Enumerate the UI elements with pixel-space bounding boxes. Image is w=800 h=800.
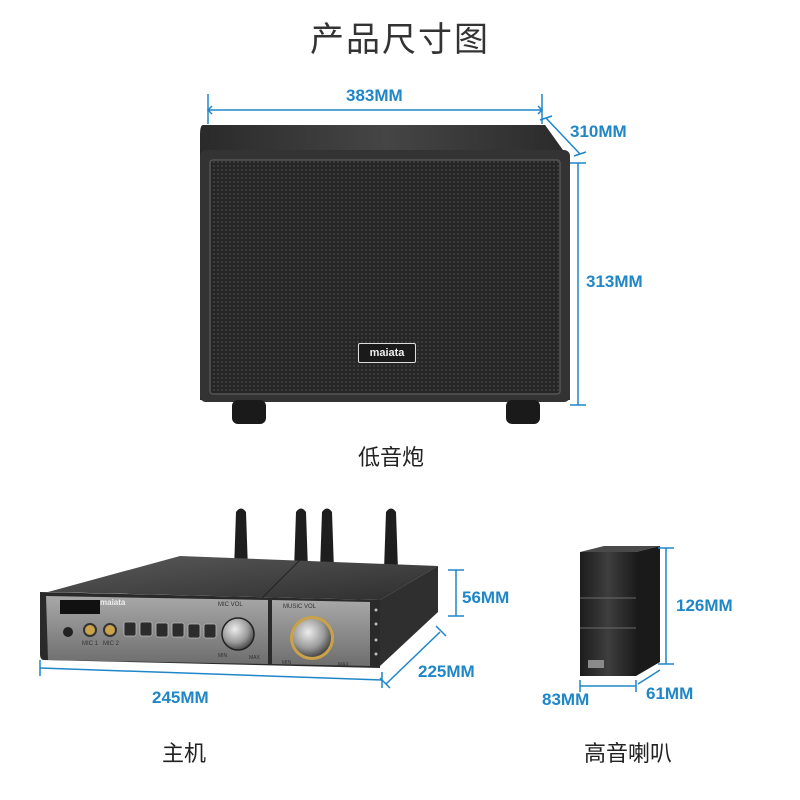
tweeter-caption: 高音喇叭 — [584, 742, 673, 767]
main-unit-height-label: 56MM — [462, 588, 510, 607]
subwoofer-height-dimension-line — [570, 162, 586, 406]
music-min-label: MIN — [282, 660, 292, 666]
subwoofer — [200, 94, 587, 424]
music-vol-label: MUSIC VOL — [283, 604, 317, 610]
subwoofer-grille — [209, 159, 561, 395]
subwoofer-brand-logo: maiata — [358, 343, 416, 363]
mic1-label: MIC 1 — [82, 641, 99, 647]
main-unit-top — [48, 556, 438, 600]
main-unit-width-label: 245MM — [152, 688, 209, 707]
mic-volume-knob — [221, 617, 255, 651]
mic1-jack — [83, 623, 97, 637]
subwoofer-caption: 低音炮 — [358, 446, 425, 471]
mode-buttons — [123, 621, 217, 639]
mic-min-label: MIN — [218, 653, 228, 659]
tweeter-height-dimension-line — [658, 547, 674, 665]
main-unit-height-dimension-line — [448, 569, 464, 617]
mic-max-label: MAX — [249, 655, 260, 661]
tweeter-width-label: 83MM — [542, 690, 590, 709]
subwoofer-height-label: 313MM — [586, 272, 643, 291]
headphone-jack — [63, 627, 73, 637]
subwoofer-foot-right — [506, 400, 540, 424]
music-volume-knob — [293, 619, 331, 657]
subwoofer-depth-dimension-line — [539, 115, 587, 157]
music-max-label: MAX — [338, 662, 349, 668]
tweeter-front — [580, 552, 636, 676]
mic2-label: MIC 2 — [103, 641, 120, 647]
tweeter-width-dimension-line — [579, 680, 637, 692]
main-unit — [39, 508, 464, 689]
tweeter-side — [636, 546, 660, 676]
tweeter-top — [580, 546, 660, 552]
subwoofer-foot-left — [232, 400, 266, 424]
main-unit-depth-label: 225MM — [418, 662, 475, 681]
subwoofer-width-label: 383MM — [346, 86, 403, 105]
main-unit-width-dimension-line — [39, 660, 383, 688]
main-unit-caption: 主机 — [162, 742, 207, 767]
tweeter — [579, 546, 674, 692]
tweeter-depth-label: 61MM — [646, 684, 694, 703]
main-unit-display — [60, 600, 100, 614]
main-unit-side — [380, 566, 438, 666]
tweeter-badge — [588, 660, 604, 668]
main-unit-brand-logo: maiata — [100, 598, 126, 607]
mic2-jack — [103, 623, 117, 637]
tweeter-height-label: 126MM — [676, 596, 733, 615]
antennas — [234, 508, 398, 570]
subwoofer-depth-label: 310MM — [570, 122, 627, 141]
tweeter-depth-dimension-line — [637, 669, 661, 685]
mic-vol-label: MIC VOL — [218, 602, 243, 608]
page-title: 产品尺寸图 — [310, 20, 490, 60]
